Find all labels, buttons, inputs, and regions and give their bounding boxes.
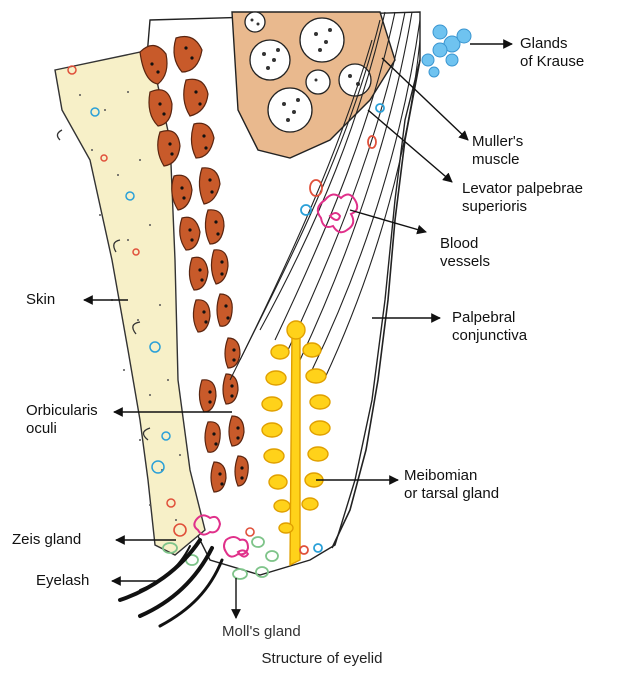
label-skin: Skin [26,291,55,309]
label-orbicularis-oculi: Orbicularis oculi [26,402,98,438]
label-molls-gland: Moll's gland [222,623,301,641]
label-mullers-muscle: Muller's muscle [472,133,523,169]
label-eyelash: Eyelash [36,572,89,590]
figure-caption: Structure of eyelid [0,650,644,667]
label-meibomian-gland: Meibomian or tarsal gland [404,467,499,503]
label-levator-palpebrae: Levator palpebrae superioris [462,180,583,216]
label-blood-vessels: Blood vessels [440,235,490,271]
label-palpebral-conjunctiva: Palpebral conjunctiva [452,309,527,345]
label-zeis-gland: Zeis gland [12,531,81,549]
krause-glands [422,25,471,77]
label-glands-of-krause: Glands of Krause [520,35,584,71]
